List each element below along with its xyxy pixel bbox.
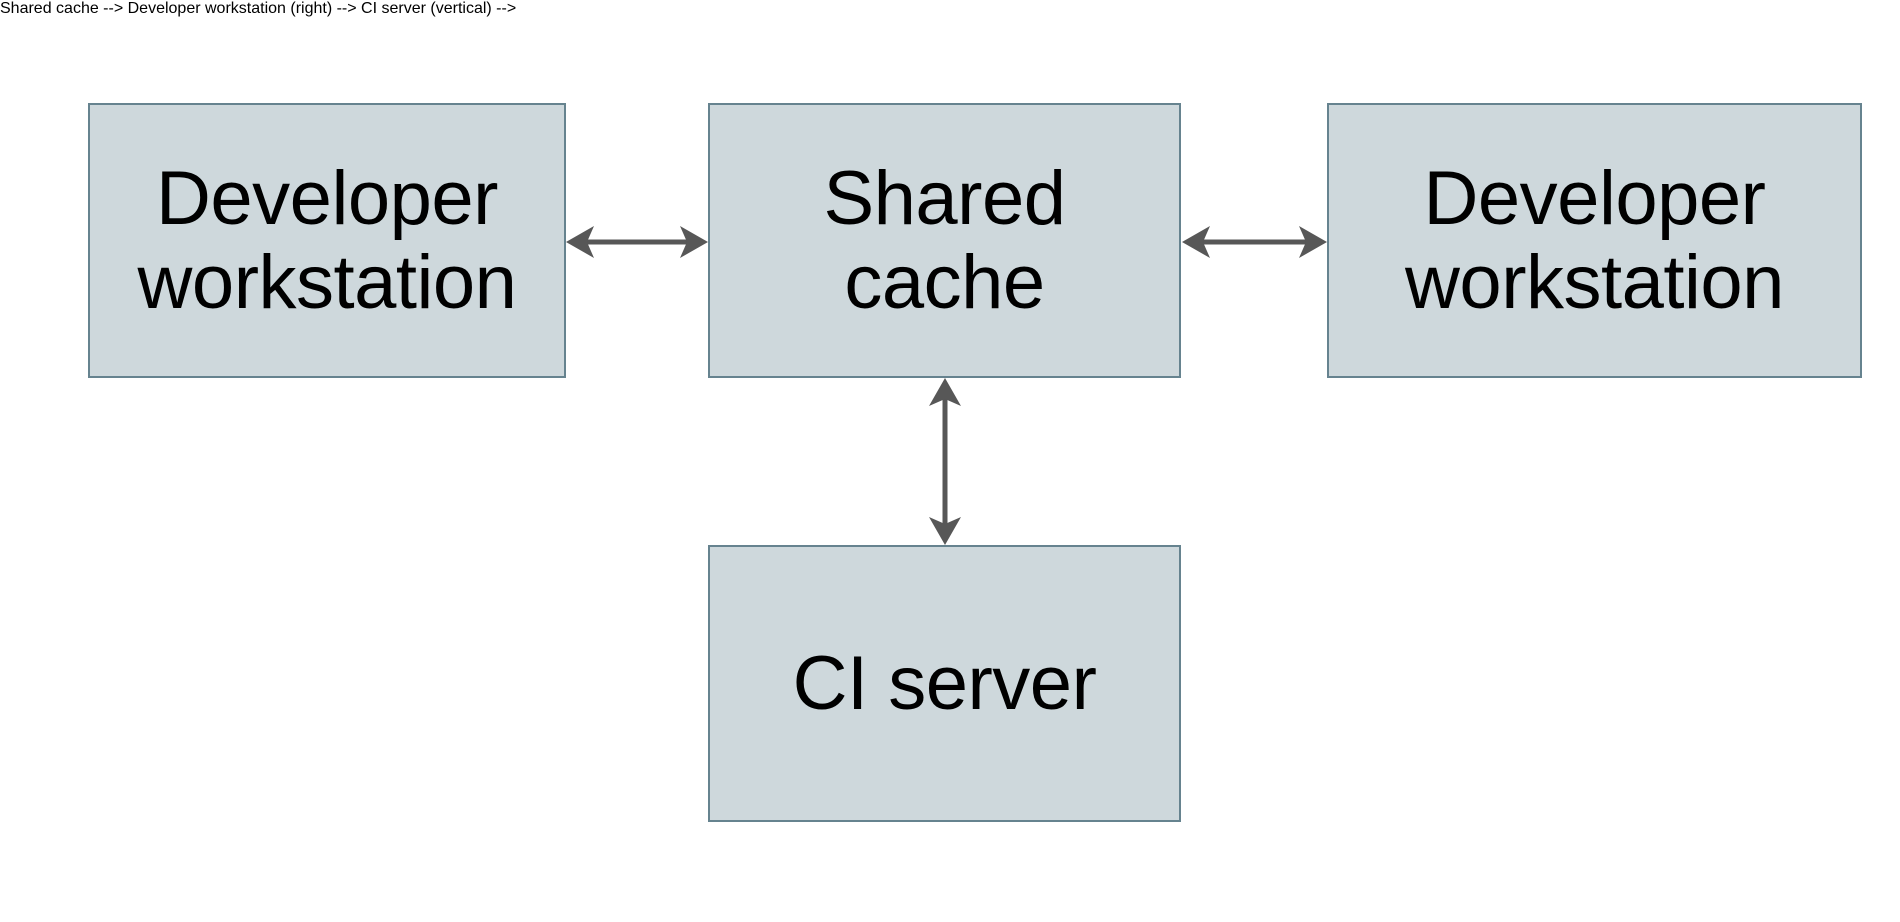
node-developer-workstation-left[interactable]: Developer workstation bbox=[88, 103, 566, 378]
node-label: Developer workstation bbox=[1405, 155, 1784, 325]
double-headed-arrow-icon bbox=[1182, 226, 1327, 258]
node-ci-server[interactable]: CI server bbox=[708, 545, 1181, 822]
edge-shared-cache-to-developer-right[interactable] bbox=[1176, 212, 1333, 272]
double-headed-arrow-icon bbox=[929, 378, 961, 545]
node-label: Shared cache bbox=[823, 155, 1066, 325]
edge-shared-cache-to-ci-server[interactable] bbox=[915, 372, 975, 551]
node-developer-workstation-right[interactable]: Developer workstation bbox=[1327, 103, 1862, 378]
node-shared-cache[interactable]: Shared cache bbox=[708, 103, 1181, 378]
node-label: CI server bbox=[792, 640, 1097, 726]
edge-developer-left-to-shared-cache[interactable] bbox=[560, 212, 714, 272]
node-label: Developer workstation bbox=[137, 155, 517, 325]
double-headed-arrow-icon bbox=[566, 226, 708, 258]
